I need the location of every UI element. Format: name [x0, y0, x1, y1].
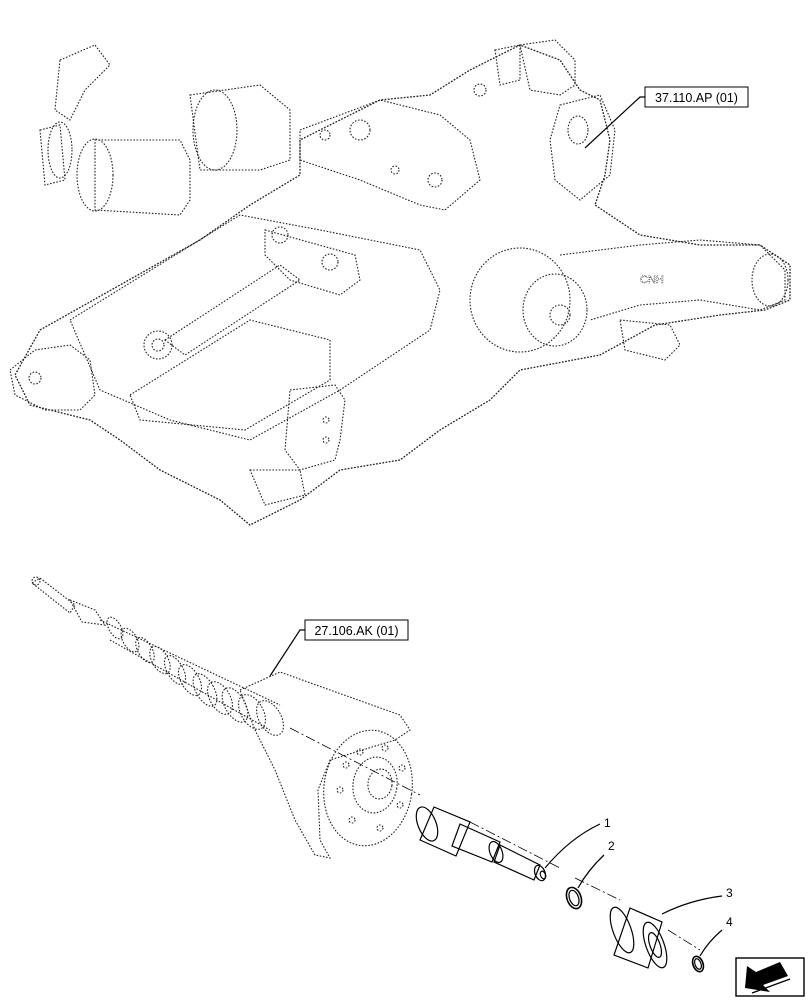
- svg-text:3: 3: [726, 886, 733, 900]
- lift-shaft-assembly: [31, 576, 413, 859]
- part-4-snap-ring[interactable]: [691, 955, 706, 973]
- assembly-axis-line: [289, 727, 701, 951]
- part-2-snap-ring[interactable]: [564, 885, 585, 910]
- reference-upper-label: 37.110.AP (01): [655, 91, 738, 105]
- reference-lower-label: 27.106.AK (01): [314, 624, 398, 638]
- callout-4: 4: [699, 915, 733, 957]
- svg-text:2: 2: [608, 839, 615, 853]
- callout-3: 3: [661, 886, 733, 915]
- svg-text:4: 4: [726, 915, 733, 929]
- reference-upper-assembly[interactable]: 37.110.AP (01): [584, 86, 749, 149]
- part-3-bushing[interactable]: [605, 904, 671, 970]
- lift-housing-assembly: CNH: [9, 39, 791, 526]
- reference-upper-leader: [584, 96, 645, 149]
- svg-text:1: 1: [604, 816, 611, 830]
- reference-lower-leader: [269, 629, 305, 677]
- reference-lower-assembly[interactable]: 27.106.AK (01): [269, 619, 409, 677]
- callout-2: 2: [577, 839, 615, 889]
- arrow-navigation-icon[interactable]: [735, 957, 805, 997]
- svg-text:CNH: CNH: [640, 274, 664, 286]
- callout-1: 1: [544, 816, 611, 869]
- part-1-pin[interactable]: [412, 804, 548, 882]
- splined-section: [99, 616, 285, 736]
